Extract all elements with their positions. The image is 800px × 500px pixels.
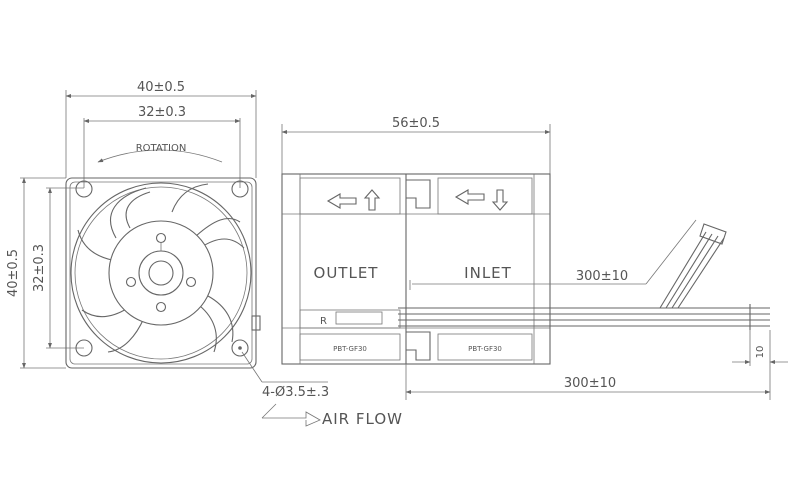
air-flow-label: AIR FLOW bbox=[322, 410, 403, 428]
dim-lead-length-top: 300±10 bbox=[409, 219, 697, 290]
fan-frame-outline bbox=[65, 177, 257, 369]
air-flow-indicator: AIR FLOW bbox=[261, 403, 403, 428]
outlet-label: OUTLET bbox=[314, 264, 379, 282]
dim-lead-length-top-label: 300±10 bbox=[576, 269, 628, 284]
dim-strip-length: 10 bbox=[732, 330, 788, 366]
fan-blades bbox=[77, 183, 245, 353]
dim-overall-height: 40±0.5 bbox=[6, 177, 26, 369]
mounting-holes bbox=[75, 180, 249, 357]
dim-strip-length-label: 10 bbox=[755, 346, 766, 359]
dim-hole-pitch-width: 32±0.3 bbox=[83, 105, 241, 123]
hub-mark: R bbox=[320, 316, 327, 327]
rotation-indicator: ROTATION bbox=[97, 143, 223, 163]
material-mark-inlet: PBT-GF30 bbox=[468, 345, 502, 353]
inlet-direction-arrows bbox=[454, 189, 509, 211]
inlet-label: INLET bbox=[464, 264, 512, 282]
outlet-direction-arrows bbox=[326, 189, 381, 211]
dim-hole-pitch-height: 32±0.3 bbox=[32, 187, 52, 349]
dim-depth-label: 56±0.5 bbox=[392, 116, 440, 131]
side-housing-outline bbox=[281, 173, 551, 365]
dim-hole-pitch-height-label: 32±0.3 bbox=[32, 244, 47, 292]
dim-hole-pitch-width-label: 32±0.3 bbox=[138, 105, 186, 120]
dim-depth: 56±0.5 bbox=[281, 116, 551, 134]
fan-venturi bbox=[70, 182, 252, 364]
dim-overall-height-label: 40±0.5 bbox=[6, 249, 21, 297]
dim-lead-length-bottom: 300±10 bbox=[405, 364, 771, 400]
front-view: 40±0.5 32±0.3 ROTATION 40±0.5 32±0.3 bbox=[6, 80, 403, 428]
hole-spec-label: 4-Ø3.5±.3 bbox=[262, 385, 329, 400]
lead-wires bbox=[398, 223, 770, 330]
dim-overall-width: 40±0.5 bbox=[65, 80, 257, 98]
dim-lead-length-bottom-label: 300±10 bbox=[564, 376, 616, 391]
side-view: 56±0.5 OUTLET INLET R PBT- bbox=[281, 116, 788, 400]
dim-overall-width-label: 40±0.5 bbox=[137, 80, 185, 95]
fan-hub bbox=[108, 220, 214, 326]
rotation-label: ROTATION bbox=[136, 143, 187, 154]
hole-callout: 4-Ø3.5±.3 bbox=[241, 351, 329, 400]
material-mark-outlet: PBT-GF30 bbox=[333, 345, 367, 353]
